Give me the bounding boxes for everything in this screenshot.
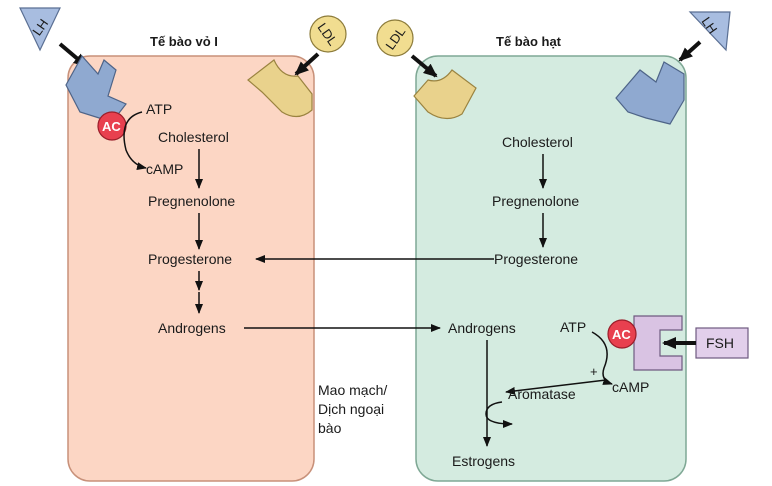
atp-to-camp-arrow-left xyxy=(123,111,147,171)
ldl-receptor-left xyxy=(247,59,313,118)
theca-cell xyxy=(67,55,315,482)
svg-text:AC: AC xyxy=(102,119,121,134)
lh-receptor-left xyxy=(65,54,127,123)
stimulation-plus: + xyxy=(590,364,598,379)
interstitial-label-line3: bào xyxy=(318,420,342,436)
granulosa-cell-title: Tế bào hạt xyxy=(496,34,562,49)
ldl-binding-arrow-right xyxy=(410,54,438,78)
progesterone-left: Progesterone xyxy=(148,251,232,267)
camp-to-aromatase-arrow xyxy=(505,379,607,395)
pregnenolone-right: Pregnenolone xyxy=(492,193,579,209)
lh-ligand-right: LH xyxy=(688,11,731,52)
camp-label-right: cAMP xyxy=(612,379,649,395)
granulosa-cell xyxy=(415,55,687,482)
cholesterol-right: Cholesterol xyxy=(502,134,573,150)
interstitial-label-line2: Dịch ngoại xyxy=(318,401,384,417)
atp-label-left: ATP xyxy=(146,101,172,117)
aromatase-curl-arrow xyxy=(485,401,513,428)
aromatase-label: Aromatase xyxy=(508,386,576,402)
lh-receptor-right xyxy=(615,61,685,125)
interstitial-label-line1: Mao mạch/ xyxy=(318,382,387,398)
camp-label-left: cAMP xyxy=(146,161,183,177)
androgens-right: Androgens xyxy=(448,320,516,336)
pregnenolone-left: Pregnenolone xyxy=(148,193,235,209)
svg-text:AC: AC xyxy=(612,327,631,342)
cholesterol-left: Cholesterol xyxy=(158,129,229,145)
theca-cell-title: Tế bào vỏ I xyxy=(150,34,218,49)
lh-binding-arrow-right xyxy=(678,40,702,62)
ldl-binding-arrow-left xyxy=(294,52,320,76)
fsh-ligand: FSH xyxy=(695,327,749,359)
adenylate-cyclase-left: AC xyxy=(97,111,127,141)
adenylate-cyclase-right: AC xyxy=(607,319,637,349)
estrogens-right: Estrogens xyxy=(452,453,515,469)
fsh-receptor xyxy=(633,315,683,371)
lh-ligand-left: LH xyxy=(19,7,61,52)
ldl-receptor-right xyxy=(413,69,477,120)
androgens-left: Androgens xyxy=(158,320,226,336)
atp-label-right: ATP xyxy=(560,319,586,335)
atp-to-camp-arrow-right xyxy=(591,331,613,385)
ldl-ligand-right: LDL xyxy=(376,19,414,57)
ldl-ligand-left: LDL xyxy=(309,15,347,53)
progesterone-right: Progesterone xyxy=(494,251,578,267)
svg-text:FSH: FSH xyxy=(706,335,734,351)
